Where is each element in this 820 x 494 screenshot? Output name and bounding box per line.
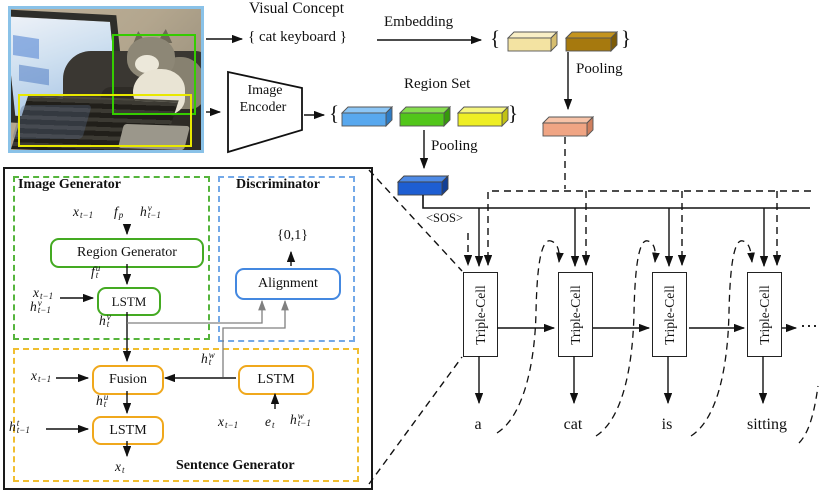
triple-cell-3: Triple-Cell — [652, 272, 687, 357]
region-bar-blue — [340, 105, 394, 128]
triple-cell-label: Triple-Cell — [756, 284, 772, 345]
concept-set-text: { cat keyboard } — [248, 29, 347, 45]
region-bar-green — [398, 105, 452, 128]
output-word-2: cat — [563, 416, 583, 433]
triple-cell-label: Triple-Cell — [472, 284, 488, 345]
concept-feature-bus — [483, 190, 811, 267]
embedding-bar-dark — [564, 30, 619, 53]
lstm-word-label: LSTM — [257, 372, 295, 387]
sentence-generator-box — [13, 348, 359, 482]
embedding-brace-close: } — [621, 26, 632, 50]
lstm-word-node: LSTM — [238, 365, 314, 395]
visual-feature-bus — [422, 195, 810, 268]
region-brace-open: { — [329, 101, 340, 125]
pooling-right-label: Pooling — [576, 61, 623, 77]
triple-cell-label: Triple-Cell — [567, 284, 583, 345]
var-e-t: e t — [265, 414, 275, 430]
binary-output-label: {0,1} — [277, 228, 308, 243]
bbox-cat — [112, 34, 196, 115]
pooled-visual-bar — [396, 174, 450, 197]
var-x-prev-lstm: x t−1 — [33, 285, 54, 301]
var-x-prev-word: x t−1 — [218, 414, 239, 430]
sos-token: <SOS> — [426, 211, 464, 225]
alignment-node: Alignment — [235, 268, 341, 300]
triple-cell-label: Triple-Cell — [661, 284, 677, 345]
input-photo — [8, 6, 204, 153]
region-set-title: Region Set — [404, 76, 471, 92]
triple-cell-2: Triple-Cell — [558, 272, 593, 357]
discriminator-box — [218, 176, 355, 342]
triple-cell-4: Triple-Cell — [747, 272, 782, 357]
bbox-keyboard — [18, 94, 192, 147]
output-word-3: is — [661, 416, 673, 433]
lstm-sentence-label: LSTM — [109, 422, 147, 438]
var-x-t: x t — [115, 459, 125, 475]
embedding-brace-open: { — [490, 26, 501, 50]
embedding-label: Embedding — [384, 14, 454, 30]
triple-cell-1: Triple-Cell — [463, 272, 498, 357]
screen-window — [13, 34, 39, 60]
lstm-sentence-node: LSTM — [92, 416, 164, 445]
fusion-label: Fusion — [108, 372, 148, 387]
output-word-1: a — [474, 416, 482, 433]
image-generator-title: Image Generator — [18, 177, 122, 192]
region-generator-label: Region Generator — [77, 245, 177, 260]
region-bar-yellow — [456, 105, 510, 128]
pooled-concept-bar — [541, 115, 595, 138]
pooling-left-label: Pooling — [431, 138, 478, 154]
image-generator-box — [13, 176, 210, 340]
output-word-4: sitting — [746, 416, 788, 433]
region-generator-node: Region Generator — [50, 238, 204, 268]
var-x-prev-ig: x t−1 — [73, 204, 94, 220]
sentence-generator-title: Sentence Generator — [176, 458, 295, 473]
embedding-bar-light — [506, 30, 559, 53]
lstm-visual-label: LSTM — [111, 293, 147, 309]
zoom-indicator-bottom — [368, 356, 463, 485]
triple-cell-detail-box — [3, 167, 373, 490]
encoder-line1: Image — [247, 83, 283, 98]
visual-concept-title: Visual Concept — [249, 0, 345, 17]
fusion-node: Fusion — [92, 365, 164, 395]
discriminator-title: Discriminator — [236, 177, 320, 192]
encoder-line2: Encoder — [239, 100, 287, 115]
alignment-label: Alignment — [258, 276, 318, 291]
sequence-ellipsis: ⋯ — [800, 316, 818, 336]
var-f-p: f p — [114, 204, 124, 220]
region-brace-close: } — [508, 101, 519, 125]
cat-muzzle — [135, 55, 159, 73]
var-x-prev-fusion: x t−1 — [31, 368, 52, 384]
